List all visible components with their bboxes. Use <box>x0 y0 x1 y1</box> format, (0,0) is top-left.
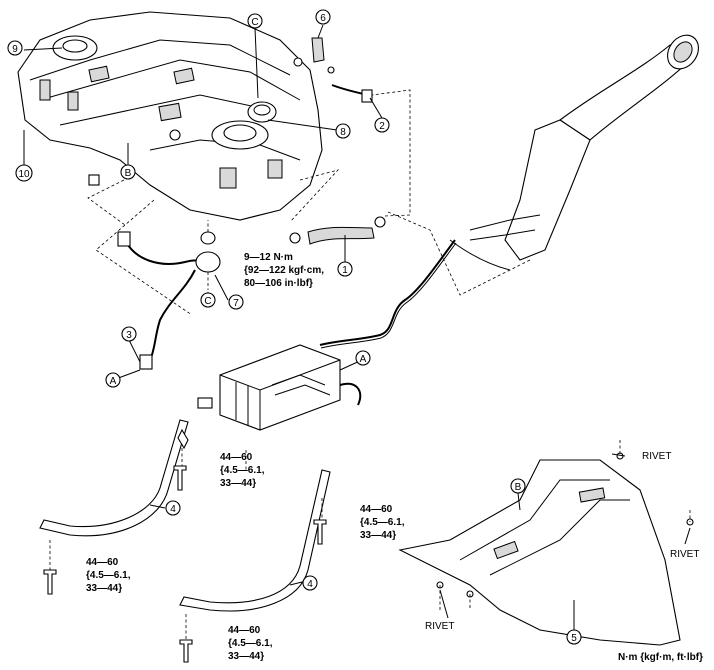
ref-a-canister: A <box>355 350 371 366</box>
torque-spec-strap-right: 44—60 {4.5—6.1, 33—44} <box>360 504 405 541</box>
svg-text:5: 5 <box>571 633 577 644</box>
rivet-label-right: RIVET <box>670 549 699 560</box>
svg-text:8: 8 <box>340 127 346 138</box>
ref-c-top: C <box>247 13 263 29</box>
svg-text:4: 4 <box>307 579 313 590</box>
charcoal-canister <box>197 344 362 431</box>
svg-text:A: A <box>360 354 367 365</box>
hose-3 <box>88 174 221 370</box>
callout-4-lower: 4 <box>302 575 318 591</box>
torque-spec-strap-upper: 44—60 {4.5—6.1, 33—44} <box>220 452 265 489</box>
torque-spec-strap-lower-left: 44—60 {4.5—6.1, 33—44} <box>86 557 131 594</box>
svg-text:44—60: 44—60 <box>360 504 393 515</box>
svg-text:C: C <box>251 17 258 28</box>
ref-c-bottom: C <box>200 292 216 308</box>
svg-text:B: B <box>125 168 132 179</box>
fuel-hose-1 <box>289 216 386 245</box>
rivet-label-top: RIVET <box>642 451 671 462</box>
svg-text:80—106 in·lbf}: 80—106 in·lbf} <box>244 278 313 289</box>
vent-hose-6 <box>293 37 373 103</box>
bolts <box>43 465 327 663</box>
fuel-pump-unit-8 <box>247 101 277 123</box>
svg-text:{4.5—6.1,: {4.5—6.1, <box>360 517 405 528</box>
svg-text:C: C <box>204 296 211 307</box>
callout-3: 3 <box>121 326 137 342</box>
callout-2: 2 <box>374 117 390 133</box>
fuel-filler-pipe <box>449 34 699 271</box>
tank-strap-lower <box>179 469 331 612</box>
svg-text:9: 9 <box>12 44 18 55</box>
callout-5: 5 <box>566 629 582 645</box>
svg-text:4: 4 <box>170 504 176 515</box>
svg-text:{4.5—6.1,: {4.5—6.1, <box>228 638 273 649</box>
reference-lines <box>49 89 691 640</box>
leader-lines <box>23 24 691 630</box>
svg-text:3: 3 <box>126 330 132 341</box>
evap-tube <box>319 239 457 349</box>
svg-text:7: 7 <box>233 298 239 309</box>
callout-8: 8 <box>335 123 351 139</box>
svg-text:44—60: 44—60 <box>220 452 253 463</box>
svg-text:1: 1 <box>342 265 348 276</box>
torque-spec-7: 9—12 N·m {92—122 kgf·cm, 80—106 in·lbf} <box>244 252 324 289</box>
svg-text:6: 6 <box>320 13 326 24</box>
units-note: N·m {kgf·m, ft·lbf} <box>618 652 703 663</box>
svg-text:33—44}: 33—44} <box>360 530 396 541</box>
ref-b-tank: B <box>120 164 136 180</box>
ref-b-insulator: B <box>510 478 526 494</box>
callout-1: 1 <box>337 261 353 277</box>
svg-text:A: A <box>110 376 117 387</box>
svg-text:{92—122 kgf·cm,: {92—122 kgf·cm, <box>244 265 324 276</box>
callout-6: 6 <box>315 9 331 25</box>
svg-text:33—44}: 33—44} <box>220 478 256 489</box>
svg-text:{4.5—6.1,: {4.5—6.1, <box>220 465 265 476</box>
callout-10: 10 <box>15 164 33 182</box>
callout-9: 9 <box>7 40 23 56</box>
tank-strap-upper <box>39 419 189 537</box>
svg-text:44—60: 44—60 <box>86 557 119 568</box>
ref-a-left: A <box>105 372 121 388</box>
svg-text:2: 2 <box>379 121 385 132</box>
fuel-tank <box>17 11 323 221</box>
svg-text:{4.5—6.1,: {4.5—6.1, <box>86 570 131 581</box>
callout-7: 7 <box>228 294 244 310</box>
callout-4-upper: 4 <box>165 500 181 516</box>
svg-text:B: B <box>515 482 522 493</box>
torque-spec-strap-bottom: 44—60 {4.5—6.1, 33—44} <box>228 625 273 662</box>
svg-text:44—60: 44—60 <box>228 625 261 636</box>
rivet-label-bottom: RIVET <box>425 621 454 632</box>
svg-text:10: 10 <box>18 169 30 180</box>
svg-text:33—44}: 33—44} <box>86 583 122 594</box>
svg-text:9—12 N·m: 9—12 N·m <box>244 252 293 263</box>
heat-insulator-5 <box>398 452 694 646</box>
svg-text:33—44}: 33—44} <box>228 651 264 662</box>
